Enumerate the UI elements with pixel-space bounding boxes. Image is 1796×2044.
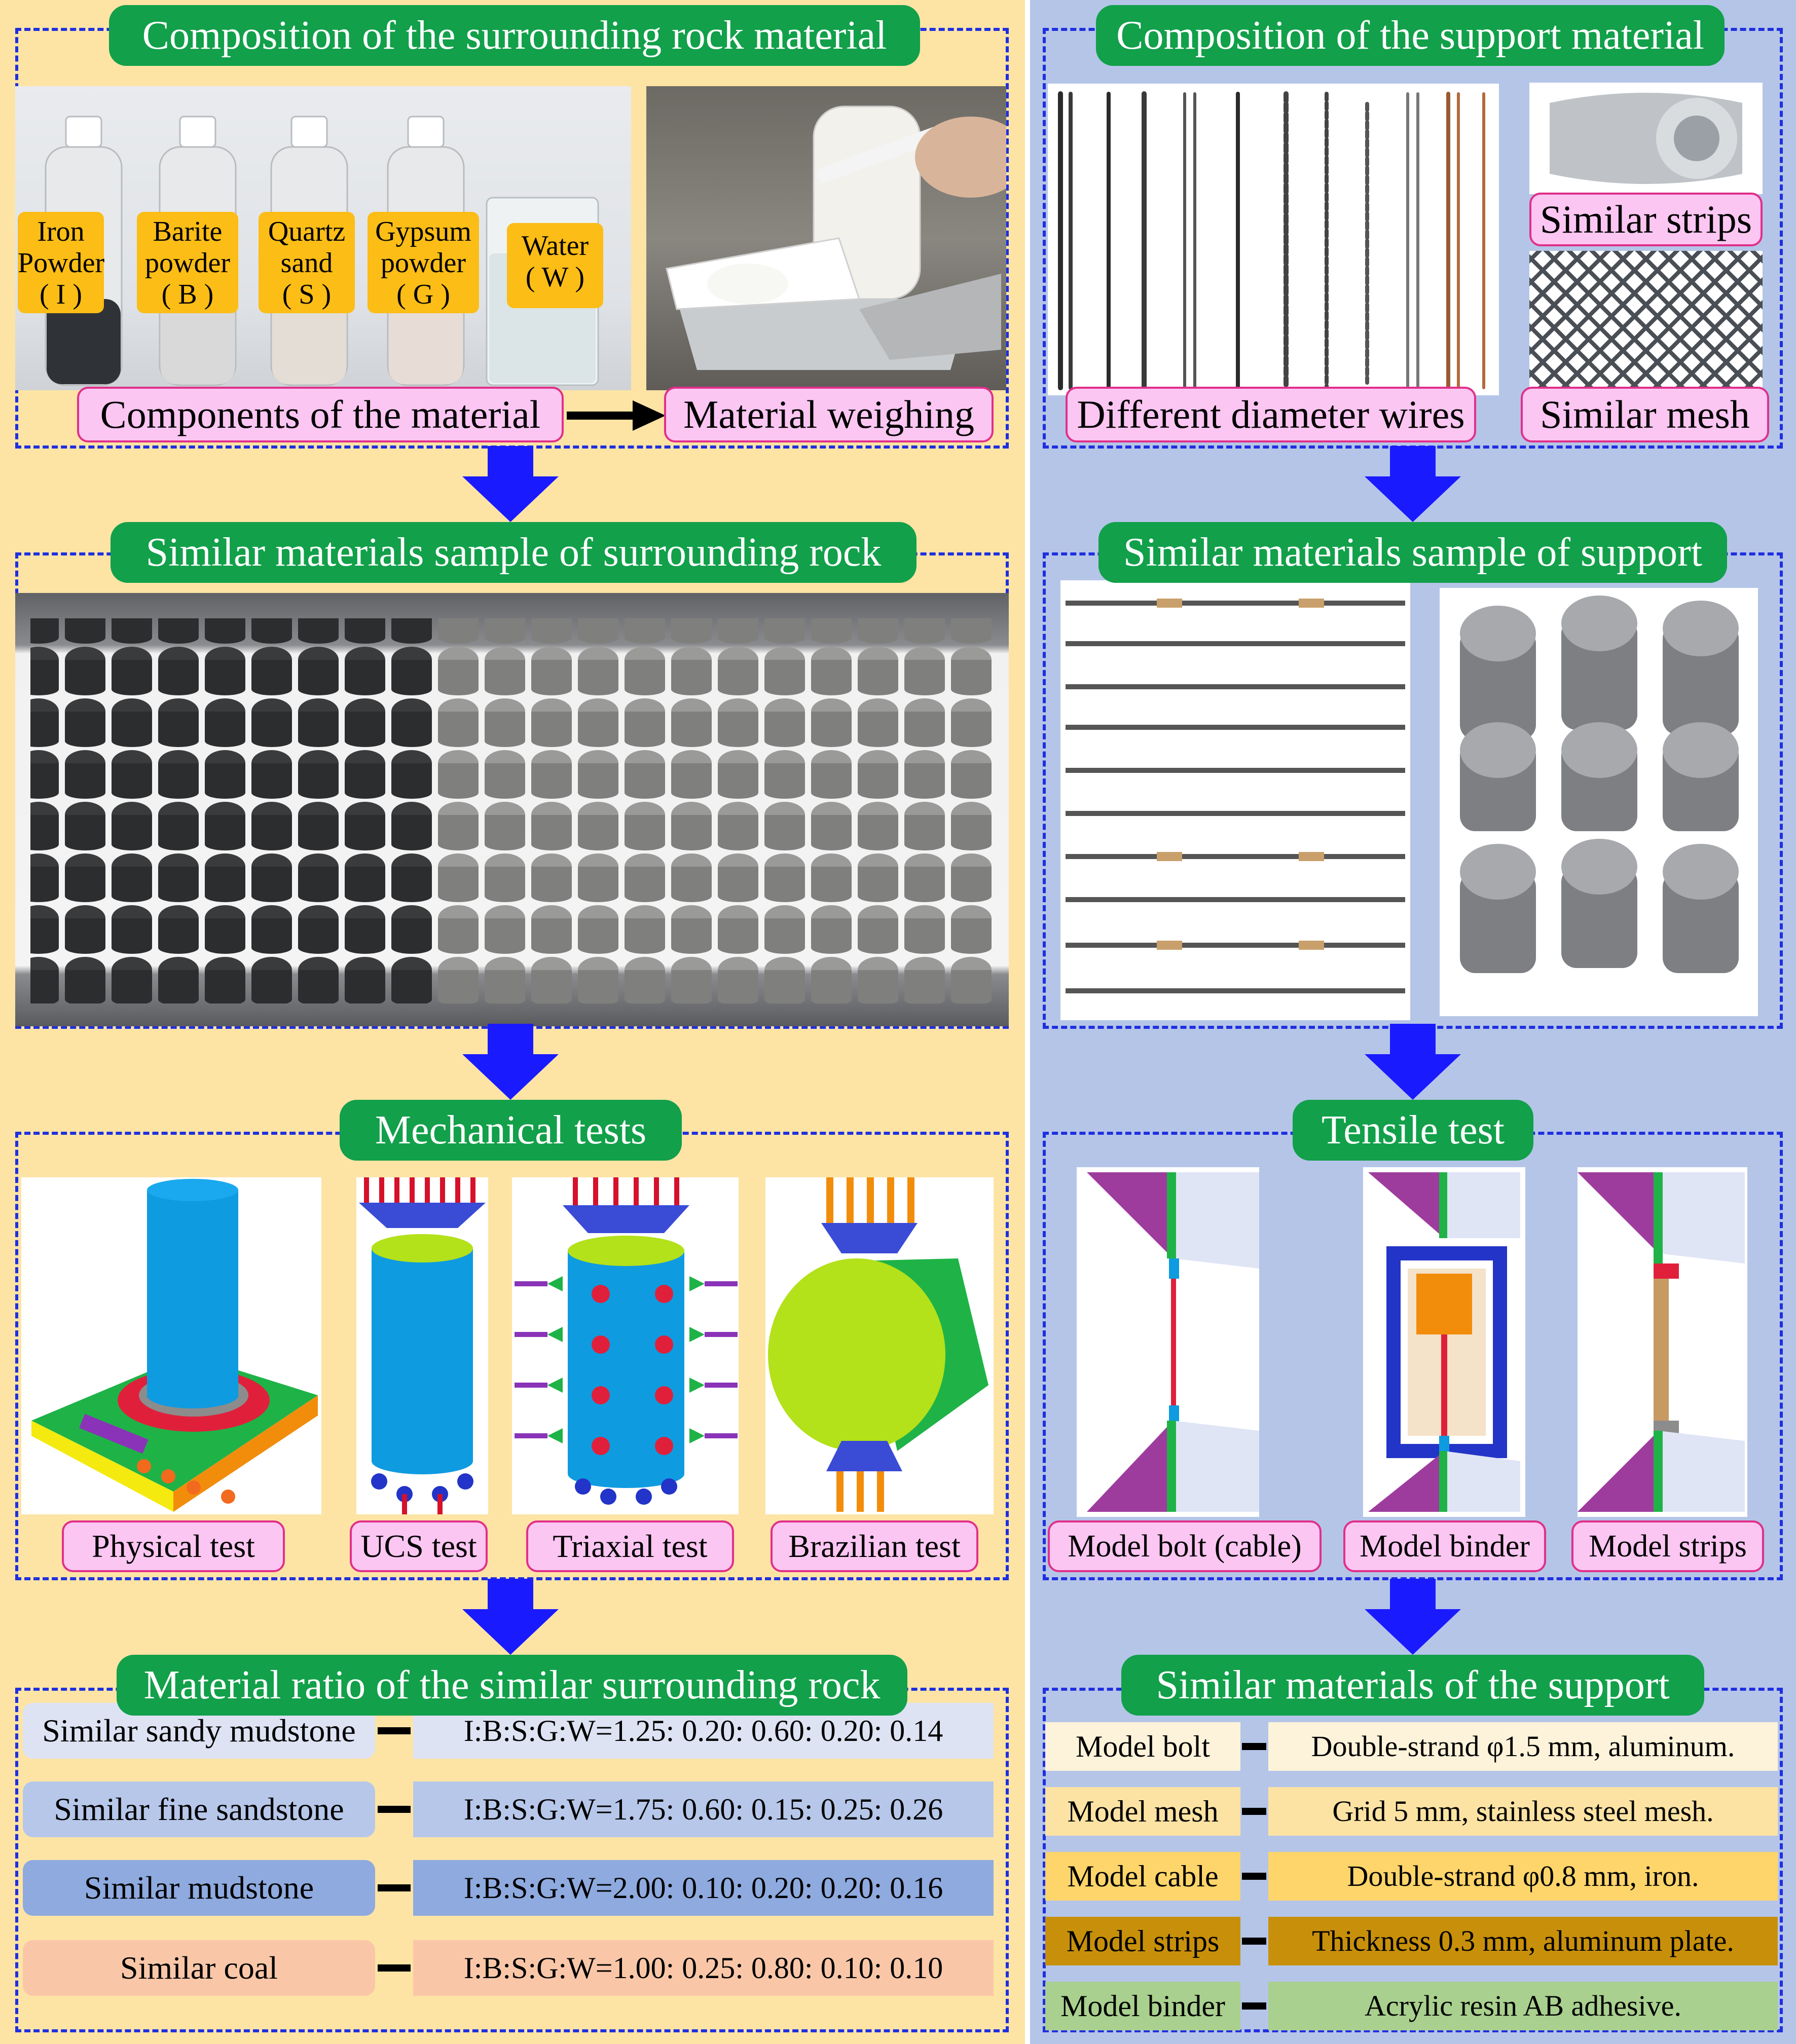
tensile-test-title: Tensile test: [1293, 1100, 1533, 1161]
bottle-code-quartz: ( S ): [282, 279, 332, 310]
composition-rock-title: Composition of the surrounding rock mate…: [109, 5, 920, 66]
support-model-label: Model bolt: [1045, 1722, 1240, 1771]
bottle-name-gypsum: Gypsum powder: [375, 216, 471, 279]
ratio-value: I:B:S:G:W=2.00: 0.10: 0.20: 0.20: 0.16: [413, 1860, 994, 1916]
support-connector: [1242, 1938, 1266, 1945]
ucs-test-figure: [356, 1177, 488, 1514]
support-value: Acrylic resin AB adhesive.: [1268, 1982, 1778, 2030]
wires-photo: [1048, 84, 1499, 395]
mechanical-tests-title: Mechanical tests: [340, 1100, 682, 1161]
support-samples-title: Similar materials sample of support: [1098, 522, 1727, 583]
mesh-label: Similar mesh: [1521, 387, 1769, 442]
support-value: Double-strand φ0.8 mm, iron.: [1268, 1852, 1778, 1901]
down-arrow-icon: [462, 446, 559, 522]
support-connector: [1242, 1873, 1266, 1880]
bottle-code-gypsum: ( G ): [396, 279, 450, 310]
rock-samples-title: Similar materials sample of surrounding …: [111, 522, 917, 583]
ratio-connector: [378, 1727, 411, 1734]
model-strips-figure: [1578, 1167, 1747, 1517]
bottle-name-barite: Barite powder: [145, 216, 230, 279]
support-connector: [1242, 2002, 1266, 2010]
ucs-test-label: UCS test: [350, 1520, 488, 1572]
composition-support-title: Composition of the support material: [1096, 5, 1725, 66]
ratio-title: Material ratio of the similar surroundin…: [117, 1655, 907, 1716]
ratio-value: I:B:S:G:W=1.75: 0.60: 0.15: 0.25: 0.26: [413, 1781, 994, 1837]
model-binder-label: Model binder: [1343, 1520, 1546, 1572]
ratio-connector: [378, 1806, 411, 1813]
model-strips-label: Model strips: [1571, 1520, 1764, 1572]
bottle-label-barite: Barite powder ( B ): [137, 212, 238, 313]
components-label: Components of the material: [77, 387, 564, 442]
bottle-code-barite: ( B ): [161, 279, 214, 310]
down-arrow-icon: [462, 1024, 559, 1100]
bottle-label-gypsum: Gypsum powder ( G ): [368, 212, 479, 313]
down-arrow-icon: [462, 1579, 559, 1655]
bolt-samples-photo: [1060, 580, 1410, 1020]
support-value: Thickness 0.3 mm, aluminum plate.: [1268, 1917, 1778, 1965]
brazilian-test-figure: [765, 1177, 994, 1514]
bottle-code-iron: ( I ): [40, 279, 82, 310]
support-materials-title: Similar materials of the support: [1121, 1655, 1704, 1716]
model-bolt-figure: [1077, 1167, 1259, 1517]
weighing-photo: [646, 86, 1006, 390]
arrow-right-icon: [567, 400, 666, 431]
right-panel: Similar strips Different diameter wires …: [1030, 0, 1796, 2044]
left-panel: Iron Powder ( I ) Barite powder ( B ) Qu…: [0, 0, 1025, 2044]
mesh-photo: [1529, 251, 1763, 392]
model-bolt-label: Model bolt (cable): [1048, 1520, 1322, 1572]
bottle-label-water: Water ( W ): [507, 223, 603, 308]
ratio-rock-label: Similar fine sandstone: [23, 1781, 375, 1837]
support-value: Double-strand φ1.5 mm, aluminum.: [1268, 1722, 1778, 1771]
bottle-name-quartz: Quartz sand: [268, 216, 346, 279]
support-model-label: Model cable: [1045, 1852, 1240, 1901]
brazilian-test-label: Brazilian test: [771, 1520, 978, 1572]
weighing-label: Material weighing: [664, 387, 994, 442]
bottle-name-water: Water: [521, 230, 589, 262]
support-value: Grid 5 mm, stainless steel mesh.: [1268, 1787, 1778, 1836]
bottle-label-iron: Iron Powder ( I ): [18, 212, 104, 313]
physical-test-figure: [21, 1177, 321, 1514]
ratio-rock-label: Similar mudstone: [23, 1860, 375, 1916]
down-arrow-icon: [1365, 1579, 1461, 1655]
ratio-value: I:B:S:G:W=1.00: 0.25: 0.80: 0.10: 0.10: [413, 1940, 994, 1996]
support-model-label: Model strips: [1045, 1917, 1240, 1965]
binder-samples-photo: [1440, 588, 1758, 1016]
physical-test-label: Physical test: [62, 1520, 285, 1572]
ratio-connector: [378, 1964, 411, 1972]
down-arrow-icon: [1365, 1024, 1461, 1100]
model-binder-figure: [1363, 1167, 1525, 1517]
bottle-code-water: ( W ): [525, 262, 585, 293]
strips-photo: [1529, 83, 1763, 194]
rock-samples-photo: [15, 593, 1009, 1026]
triaxial-test-figure: [512, 1177, 739, 1514]
triaxial-test-label: Triaxial test: [526, 1520, 734, 1572]
strips-label: Similar strips: [1529, 193, 1763, 246]
bottle-name-iron: Iron Powder: [18, 216, 105, 279]
wires-label: Different diameter wires: [1066, 387, 1476, 442]
down-arrow-icon: [1365, 446, 1461, 522]
bottle-label-quartz: Quartz sand ( S ): [259, 212, 355, 313]
support-connector: [1242, 1743, 1266, 1750]
ratio-rock-label: Similar sandy mudstone: [23, 1703, 375, 1759]
support-model-label: Model mesh: [1045, 1787, 1240, 1836]
support-connector: [1242, 1808, 1266, 1815]
ratio-connector: [378, 1884, 411, 1891]
support-model-label: Model binder: [1045, 1982, 1240, 2030]
ratio-rock-label: Similar coal: [23, 1940, 375, 1996]
